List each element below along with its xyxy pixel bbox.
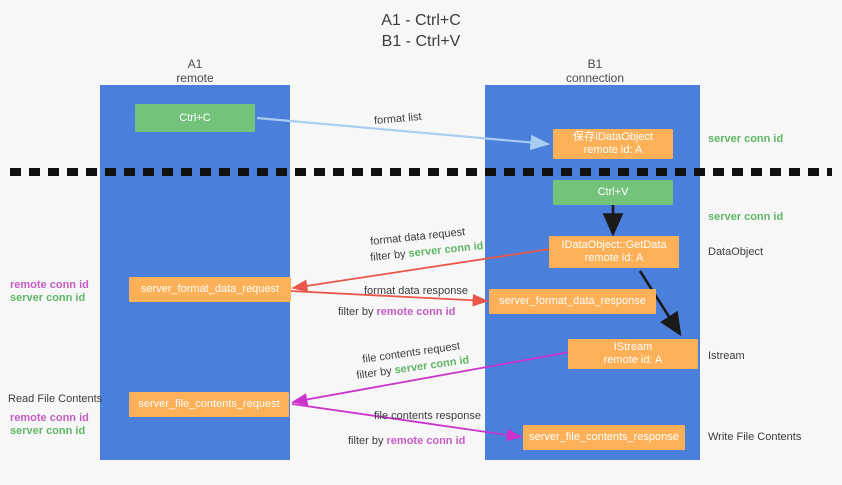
- filter-prefix-4: filter by: [348, 435, 387, 447]
- annotation-server-conn-id-top: server conn id: [708, 133, 784, 145]
- node-idataobject-getdata[interactable]: IDataObject::GetData remote id: A: [549, 236, 679, 268]
- node-ctrl-v-label: Ctrl+V: [597, 186, 629, 198]
- title-line-2: B1 - Ctrl+V: [381, 33, 461, 50]
- lane-header-a1-name: A1: [187, 57, 203, 71]
- node-save-idataobject-label: 保存IDataObject: [572, 131, 654, 143]
- page-title: A1 - Ctrl+C B1 - Ctrl+V: [0, 10, 842, 52]
- node-istream-remote-id: remote id: A: [603, 354, 663, 366]
- edge-label-file-contents-response: file contents response: [374, 410, 482, 422]
- annotation-server-conn-id-2: server conn id: [10, 425, 86, 437]
- node-server-format-data-request[interactable]: server_format_data_request: [129, 277, 291, 302]
- edge-label-format-list: format list: [373, 110, 423, 128]
- node-save-idataobject[interactable]: 保存IDataObject remote id: A: [553, 129, 673, 159]
- node-server-format-data-request-label: server_format_data_request: [140, 283, 280, 295]
- filter-prefix-1: filter by: [369, 247, 410, 264]
- edge-label-file-contents-response-filter: filter by remote conn id: [348, 434, 465, 448]
- title-line-1: A1 - Ctrl+C: [381, 12, 461, 29]
- node-idataobject-getdata-label: IDataObject::GetData: [561, 239, 667, 251]
- filter-key-remote-conn-id-2: remote conn id: [386, 435, 466, 447]
- node-server-format-data-response[interactable]: server_format_data_response: [489, 289, 656, 314]
- node-server-file-contents-response-label: server_file_contents_response: [529, 431, 679, 443]
- annotation-dataobject: DataObject: [708, 246, 764, 258]
- lane-header-b1-subtitle: connection: [565, 71, 625, 85]
- annotation-remote-conn-id-1: remote conn id: [10, 279, 89, 291]
- filter-prefix-3: filter by: [355, 364, 396, 382]
- filter-key-remote-conn-id-1: remote conn id: [376, 306, 456, 318]
- annotation-write-file-contents: Write File Contents: [708, 431, 802, 443]
- node-istream[interactable]: IStream remote id: A: [568, 339, 698, 369]
- node-ctrl-c[interactable]: Ctrl+C: [135, 104, 255, 132]
- annotation-server-conn-id-1: server conn id: [10, 292, 86, 304]
- edge-label-format-data-response: format data response: [364, 285, 468, 297]
- phase-divider: [10, 168, 832, 176]
- annotation-remote-conn-id-2: remote conn id: [10, 412, 89, 424]
- node-idataobject-getdata-remote-id: remote id: A: [584, 252, 644, 264]
- annotation-server-conn-id-mid: server conn id: [708, 211, 784, 223]
- lane-header-b1-name: B1: [587, 57, 603, 71]
- lane-header-b1: B1 connection: [520, 57, 670, 85]
- node-server-format-data-response-label: server_format_data_response: [499, 295, 646, 307]
- lane-header-a1-subtitle: remote: [176, 71, 214, 85]
- filter-prefix-2: filter by: [338, 306, 377, 318]
- node-save-idataobject-remote-id: remote id: A: [583, 144, 643, 156]
- node-ctrl-v[interactable]: Ctrl+V: [553, 180, 673, 205]
- node-server-file-contents-request-label: server_file_contents_request: [138, 398, 280, 410]
- lane-header-a1: A1 remote: [120, 57, 270, 85]
- edge-label-format-data-response-filter: filter by remote conn id: [338, 305, 455, 319]
- annotation-istream: Istream: [708, 350, 745, 362]
- node-ctrl-c-label: Ctrl+C: [179, 111, 211, 124]
- node-server-file-contents-request[interactable]: server_file_contents_request: [129, 392, 289, 417]
- annotation-read-file-contents: Read File Contents: [8, 393, 103, 405]
- node-istream-label: IStream: [613, 341, 653, 353]
- node-server-file-contents-response[interactable]: server_file_contents_response: [523, 425, 685, 450]
